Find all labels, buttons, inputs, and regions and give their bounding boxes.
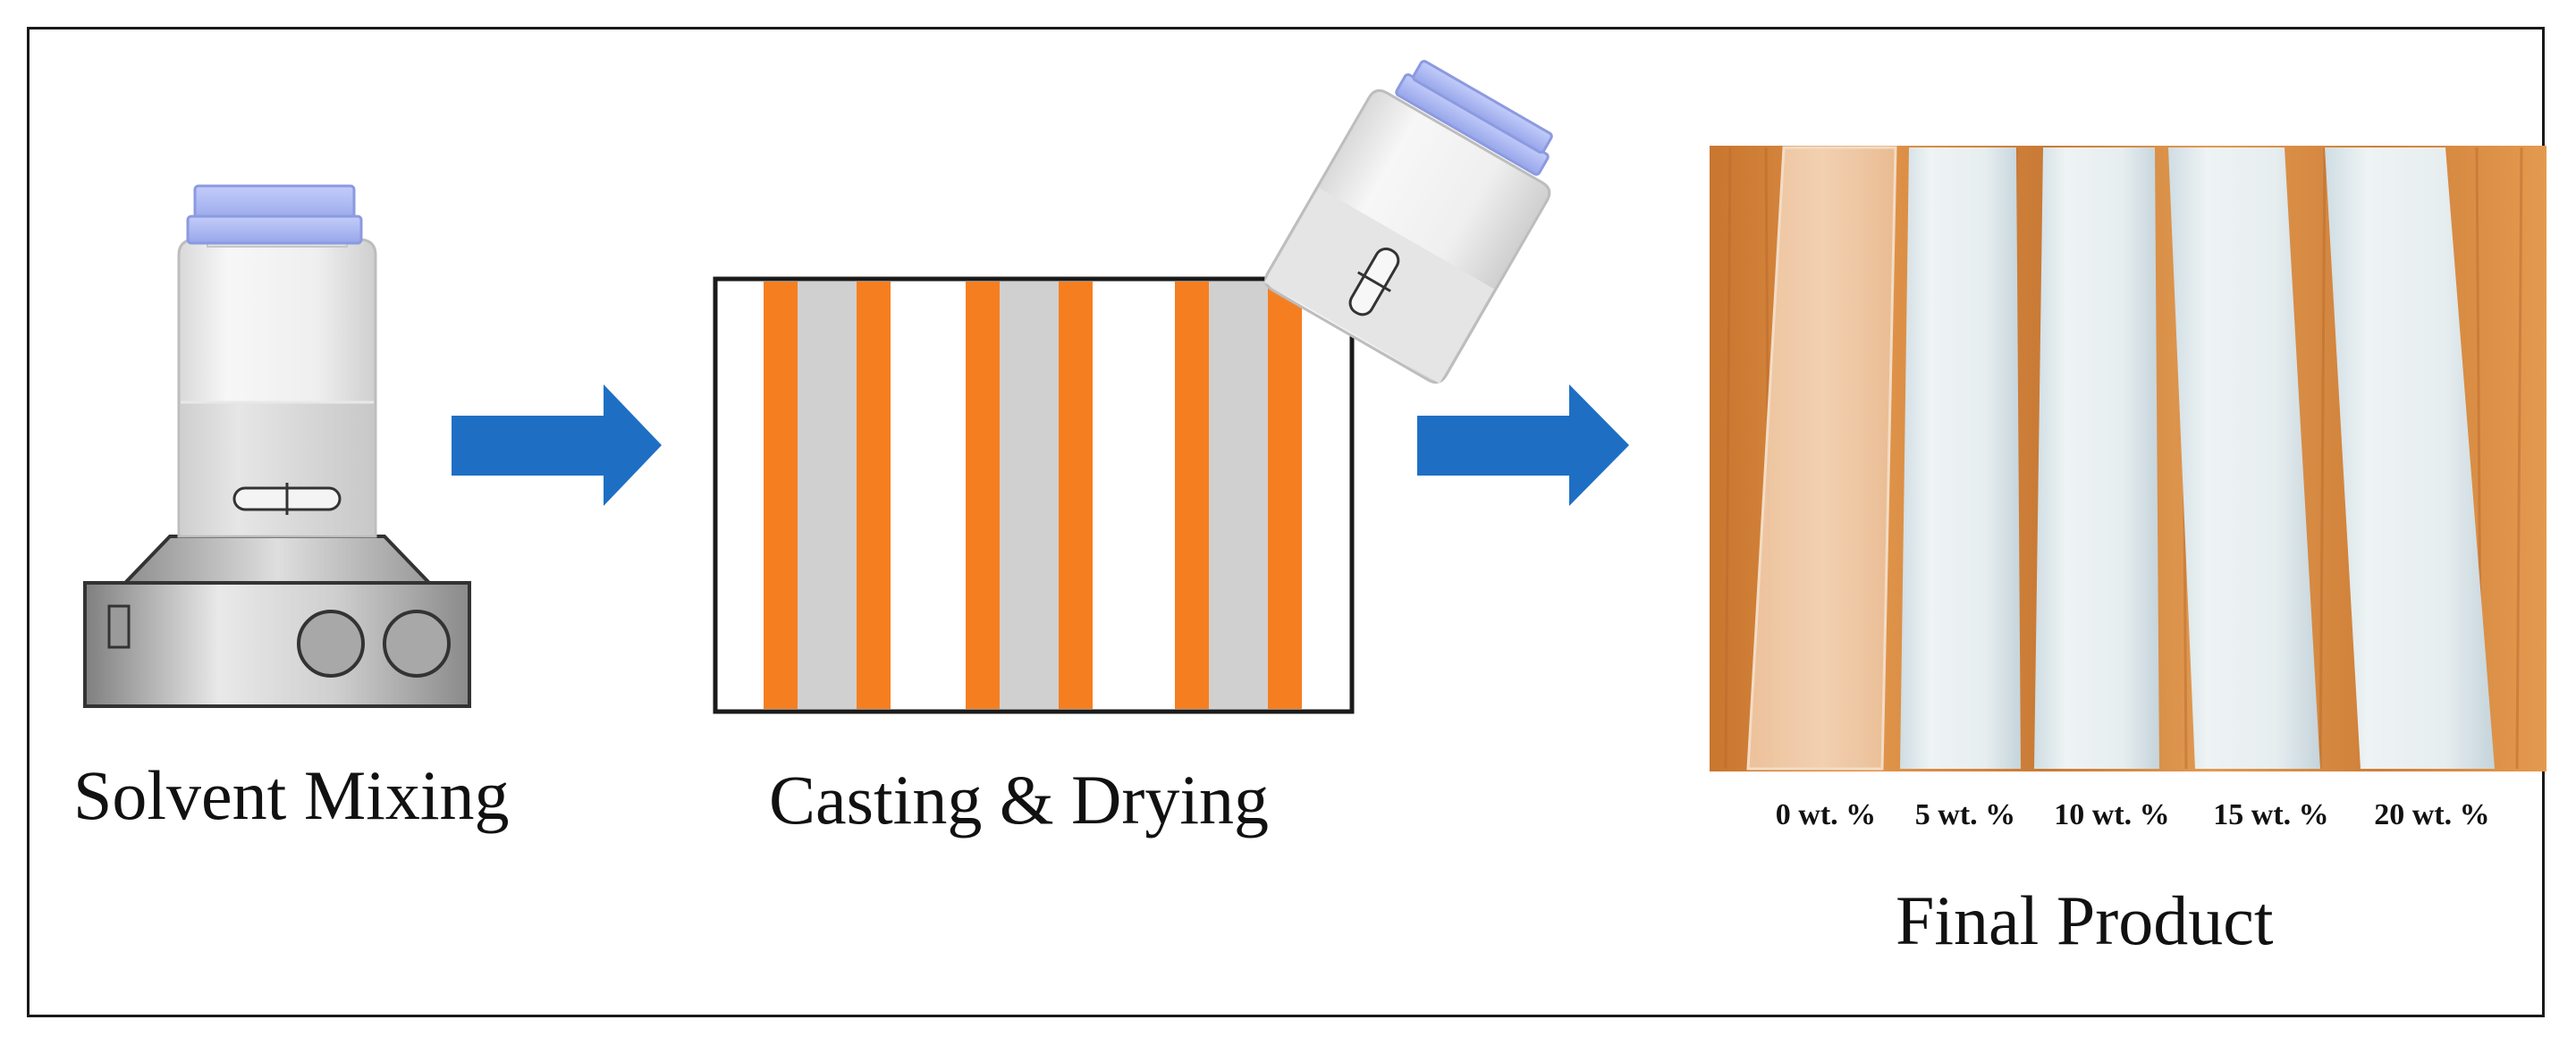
jar-liquid <box>181 402 374 535</box>
stirrer-knob-right <box>383 610 451 678</box>
step-label-final-product: Final Product <box>1896 881 2274 959</box>
step-label-casting-drying: Casting & Drying <box>769 761 1269 839</box>
stirrer-top <box>121 535 434 585</box>
film-15 <box>2168 148 2320 769</box>
film-0 <box>1746 146 1897 771</box>
step-label-solvent-mixing: Solvent Mixing <box>73 756 510 834</box>
right-arrow-icon <box>1417 384 1629 506</box>
casting-mold-icon <box>713 276 1355 714</box>
sample-label: 20 wt. % <box>2374 798 2490 831</box>
stirrer-jar-icon <box>83 184 471 708</box>
pouring-jar-icon <box>1264 60 1553 384</box>
sample-label: 5 wt. % <box>1914 798 2016 831</box>
stirrer-knob-left <box>297 610 365 678</box>
film-photo <box>1710 146 2546 771</box>
right-arrow-icon <box>452 384 662 506</box>
film-10 <box>2034 148 2159 769</box>
film-20 <box>2325 148 2495 769</box>
stirrer-switch <box>107 604 131 649</box>
film-5 <box>1900 148 2021 769</box>
sample-label: 0 wt. % <box>1775 798 1877 831</box>
sample-label: 10 wt. % <box>2054 798 2170 831</box>
sample-label: 15 wt. % <box>2213 798 2329 831</box>
